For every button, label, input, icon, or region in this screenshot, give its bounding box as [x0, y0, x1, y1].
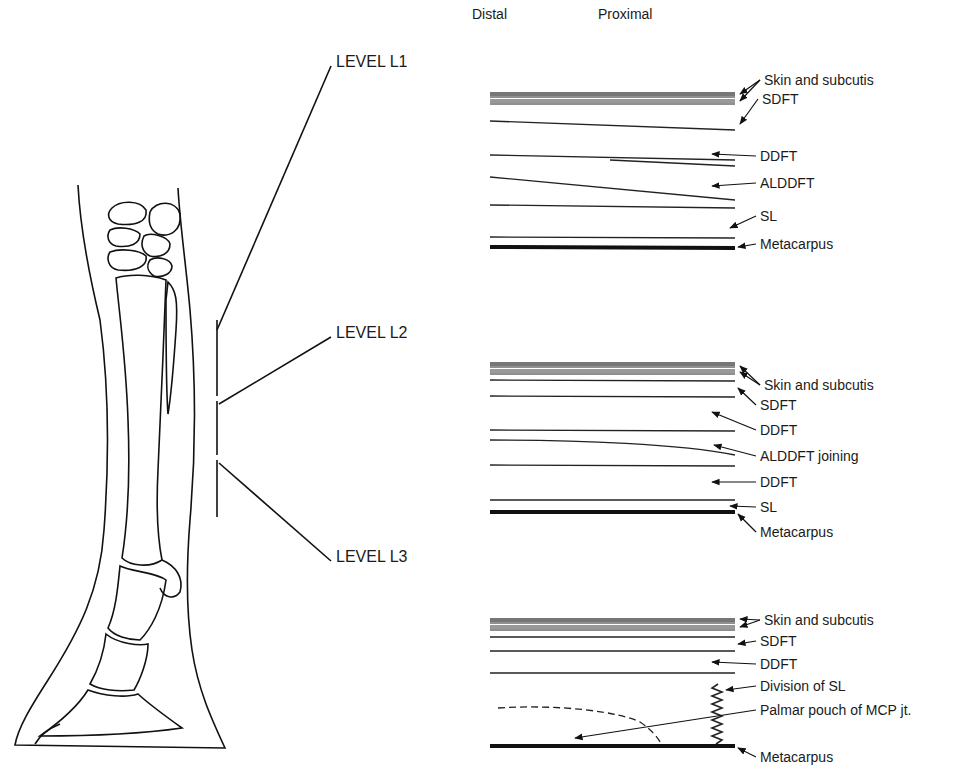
section-panel-l3 [490, 618, 735, 746]
structure-label: SDFT [762, 91, 799, 107]
structure-label: Metacarpus [760, 749, 833, 765]
axis-label: Distal [472, 6, 507, 22]
section-panel-l2 [490, 362, 735, 512]
section-panel-l1 [490, 92, 735, 248]
structure-label: Skin and subcutis [764, 72, 874, 88]
structure-label: SL [760, 499, 777, 515]
structure-label: Skin and subcutis [764, 612, 874, 628]
structure-label: ALDDFT joining [760, 448, 859, 464]
level-label: LEVEL L3 [336, 548, 407, 566]
structure-label: Metacarpus [760, 236, 833, 252]
structure-label: DDFT [760, 422, 797, 438]
structure-label: Division of SL [760, 678, 846, 694]
structure-label: Metacarpus [760, 524, 833, 540]
structure-label: DDFT [760, 148, 797, 164]
structure-label: Skin and subcutis [764, 377, 874, 393]
structure-label: DDFT [760, 656, 797, 672]
structure-label: DDFT [760, 474, 797, 490]
structure-label: Palmar pouch of MCP jt. [760, 702, 911, 718]
pointer-arrows [575, 80, 760, 757]
structure-label: SDFT [760, 397, 797, 413]
structure-label: ALDDFT [760, 175, 814, 191]
level-label: LEVEL L2 [336, 324, 407, 342]
axis-label: Proximal [598, 6, 652, 22]
structure-label: SL [760, 208, 777, 224]
level-label: LEVEL L1 [336, 53, 407, 71]
limb-drawing [15, 185, 225, 748]
level-markers [217, 66, 331, 561]
structure-label: SDFT [760, 633, 797, 649]
